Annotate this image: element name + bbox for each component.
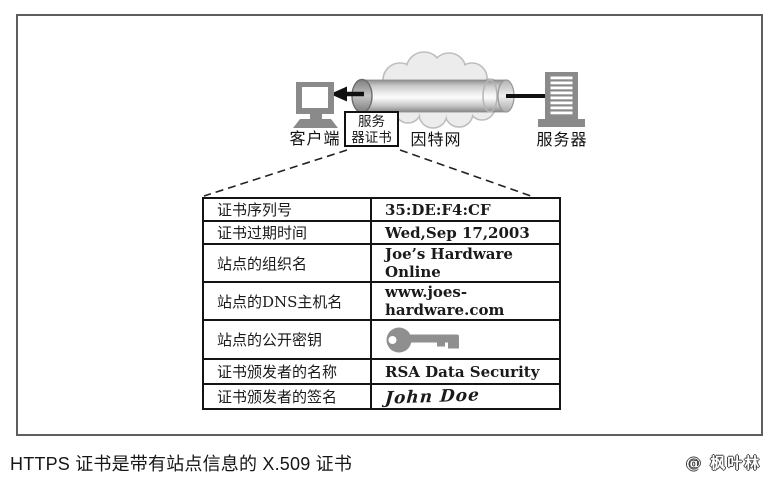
field-label: 证书颁发者的名称	[202, 358, 372, 385]
field-value: John Doe	[370, 383, 561, 410]
field-value: www.joes-hardware.com	[370, 281, 561, 321]
issuer-signature: John Doe	[384, 384, 481, 409]
server-cert-box: 服务 器证书	[344, 111, 399, 147]
watermark: @ 枫叶林	[686, 454, 762, 472]
field-value: Joe’s Hardware Online	[370, 243, 561, 283]
table-row-expiry: 证书过期时间 Wed,Sep 17,2003	[202, 220, 561, 245]
table-row-serial: 证书序列号 35:DE:F4:CF	[202, 197, 561, 222]
field-label: 站点的公开密钥	[202, 319, 372, 360]
field-value: 35:DE:F4:CF	[370, 197, 561, 222]
server-cert-box-line1: 服务	[358, 114, 385, 130]
field-value	[370, 319, 561, 360]
server-cert-box-line2: 器证书	[351, 130, 392, 146]
table-row-public-key: 站点的公开密钥	[202, 319, 561, 360]
table-row-dns-hostname: 站点的DNS主机名 www.joes-hardware.com	[202, 281, 561, 321]
table-row-organization: 站点的组织名 Joe’s Hardware Online	[202, 243, 561, 283]
key-icon	[386, 327, 459, 352]
field-value: RSA Data Security	[370, 358, 561, 385]
field-label: 证书过期时间	[202, 220, 372, 245]
internet-label: 因特网	[410, 130, 462, 149]
client-label: 客户端	[289, 129, 341, 148]
field-label: 证书颁发者的签名	[202, 383, 372, 410]
table-row-issuer-signature: 证书颁发者的签名 John Doe	[202, 383, 561, 410]
figure-caption: HTTPS 证书是带有站点信息的 X.509 证书	[10, 454, 353, 474]
field-label: 证书序列号	[202, 197, 372, 222]
field-label: 站点的DNS主机名	[202, 281, 372, 321]
table-row-issuer-name: 证书颁发者的名称 RSA Data Security	[202, 358, 561, 385]
server-label: 服务器	[536, 130, 588, 149]
certificate-table: 证书序列号 35:DE:F4:CF 证书过期时间 Wed,Sep 17,2003…	[202, 197, 561, 410]
field-label: 站点的组织名	[202, 243, 372, 283]
field-value: Wed,Sep 17,2003	[370, 220, 561, 245]
